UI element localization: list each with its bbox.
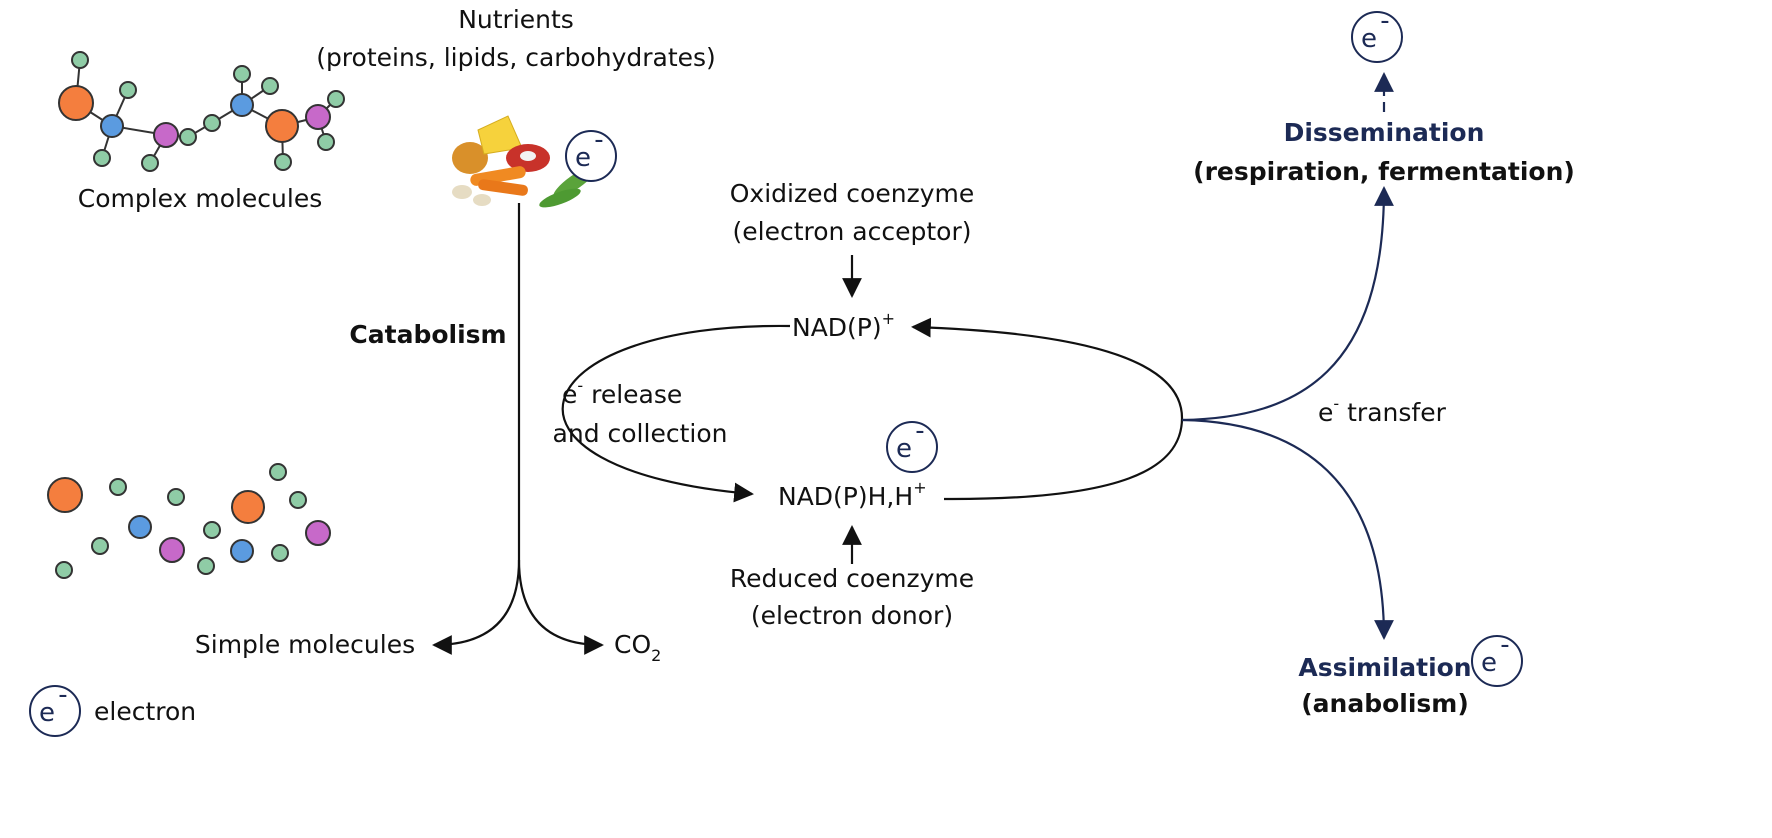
legend-electron-badge-icon: e - xyxy=(29,680,81,737)
oxidized-coenzyme-label: Oxidized coenzyme xyxy=(730,179,974,208)
assimilation-label: Assimilation xyxy=(1298,653,1471,682)
nutrients-subtitle: (proteins, lipids, carbohydrates) xyxy=(316,43,716,72)
reduced-coenzyme-label: Reduced coenzyme xyxy=(730,564,974,593)
release-sup: - xyxy=(577,376,583,395)
nadp-label: NAD(P)+ xyxy=(792,309,895,342)
transfer-label: e- transfer xyxy=(1318,394,1447,427)
catabolism-label: Catabolism xyxy=(349,320,506,349)
electron-superscript: - xyxy=(1500,630,1509,660)
nadph-main: NAD(P)H,H xyxy=(778,482,913,511)
electron-badge-icon: e - xyxy=(1351,6,1403,63)
collection-label: and collection xyxy=(553,419,728,448)
electron-symbol: e xyxy=(575,143,591,173)
complex-molecules-label: Complex molecules xyxy=(78,184,323,213)
legend-electron-label: electron xyxy=(94,697,196,726)
simple-molecules-icon xyxy=(47,463,331,579)
electron-donor-label: (electron donor) xyxy=(751,601,953,630)
release-rest: release xyxy=(583,380,682,409)
catabolism-arrows xyxy=(432,203,604,655)
electron-superscript: - xyxy=(594,125,603,155)
electron-badge-icon: e - xyxy=(565,125,617,182)
nutrients-title: Nutrients xyxy=(458,5,574,34)
electron-badge-icon: e - xyxy=(886,416,938,473)
nadp-main: NAD(P) xyxy=(792,313,882,342)
complex-molecule-icon xyxy=(58,51,345,172)
co2-subscript: 2 xyxy=(651,646,661,665)
electron-symbol: e xyxy=(39,698,55,728)
nadph-label: NAD(P)H,H+ xyxy=(778,478,927,511)
electron-badge-icon: e - xyxy=(1471,630,1523,687)
simple-molecules-label: Simple molecules xyxy=(195,630,415,659)
dissemination-label: Dissemination xyxy=(1284,118,1485,147)
electron-superscript: - xyxy=(915,416,924,446)
electron-transfer-branches xyxy=(1181,72,1394,640)
transfer-rest: transfer xyxy=(1339,398,1446,427)
electron-acceptor-label: (electron acceptor) xyxy=(732,217,971,246)
transfer-e: e xyxy=(1318,398,1333,427)
co2-main: CO xyxy=(614,630,651,659)
assimilation-subtitle: (anabolism) xyxy=(1301,689,1469,718)
electron-symbol: e xyxy=(896,434,912,464)
electron-superscript: - xyxy=(1380,6,1389,36)
coenzyme-cycle xyxy=(561,255,1184,564)
release-label: e- release xyxy=(562,376,682,409)
co2-label: CO2 xyxy=(614,630,661,665)
nadp-superscript: + xyxy=(882,309,895,328)
nadph-superscript: + xyxy=(913,478,926,497)
electron-symbol: e xyxy=(1361,24,1377,54)
dissemination-subtitle: (respiration, fermentation) xyxy=(1193,157,1575,186)
electron-superscript: - xyxy=(58,680,67,710)
electron-symbol: e xyxy=(1481,648,1497,678)
release-e: e xyxy=(562,380,577,409)
transfer-sup: - xyxy=(1333,394,1339,413)
